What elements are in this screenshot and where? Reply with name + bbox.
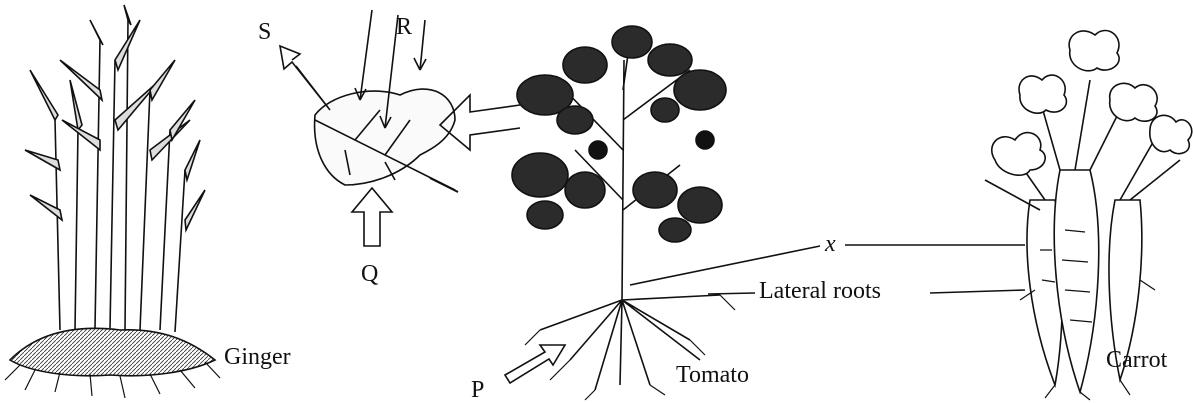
tomato-lateral-roots-line — [708, 293, 755, 294]
label-s: S — [258, 20, 271, 44]
lateral-roots-leader-line — [930, 290, 1025, 293]
label-lateral-roots: Lateral roots — [759, 279, 881, 303]
leaf-diagram — [280, 10, 520, 246]
label-p: P — [471, 378, 484, 402]
label-tomato: Tomato — [676, 363, 749, 387]
label-x: x — [825, 232, 836, 256]
label-q: Q — [361, 262, 378, 286]
label-r: R — [396, 15, 412, 39]
carrot-plant — [985, 30, 1192, 400]
ginger-plant — [5, 5, 220, 398]
tomato-plant — [505, 26, 735, 400]
label-ginger: Ginger — [224, 345, 291, 369]
label-carrot: Carrot — [1106, 348, 1167, 372]
